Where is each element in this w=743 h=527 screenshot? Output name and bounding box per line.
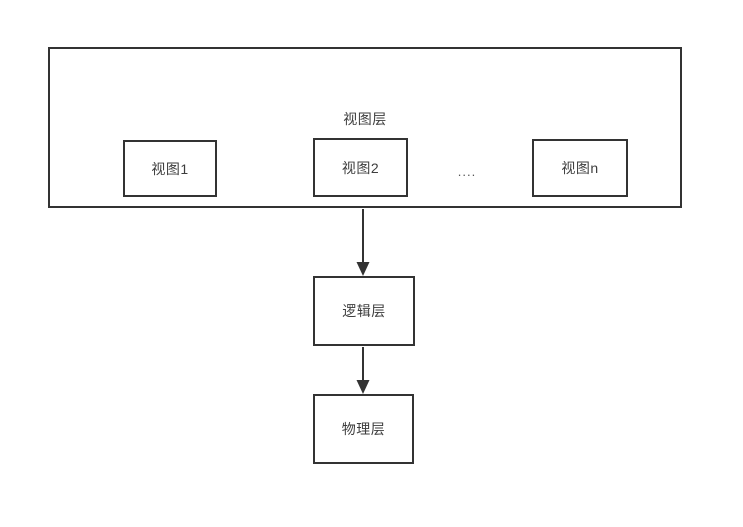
viewn-box: 视图n	[532, 139, 628, 197]
arrow-viewlayer-to-logiclayer	[356, 209, 370, 276]
views-ellipsis: ....	[457, 164, 477, 179]
view-layer-label: 视图层	[343, 111, 387, 127]
arrow-logiclayer-to-physicallayer	[356, 347, 370, 394]
physical-layer-box: 物理层	[313, 394, 414, 464]
view1-box: 视图1	[123, 140, 217, 197]
viewn-label: 视图n	[561, 160, 599, 176]
view2-box: 视图2	[313, 138, 408, 197]
physical-layer-label: 物理层	[341, 421, 386, 437]
view1-label: 视图1	[151, 160, 189, 177]
logic-layer-label: 逻辑层	[342, 303, 386, 319]
view2-label: 视图2	[341, 159, 380, 176]
logic-layer-box: 逻辑层	[313, 276, 415, 346]
